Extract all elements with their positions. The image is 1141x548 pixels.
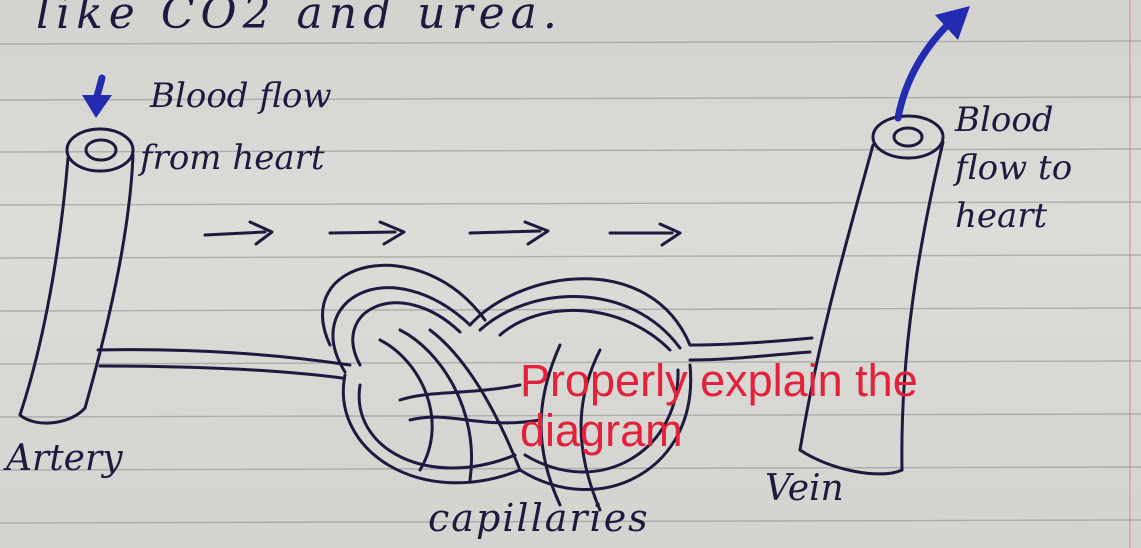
label-blood-flow-to-heart-line-2: flow to [955, 148, 1072, 188]
label-artery: Artery [6, 438, 123, 479]
label-vein: Vein [765, 468, 844, 509]
arrow-into-artery-icon [82, 78, 112, 118]
artery-vessel [20, 129, 133, 423]
label-blood-flow-to-heart-line-1: Blood [955, 100, 1054, 140]
flow-arrows [205, 222, 680, 245]
label-blood-flow-from-heart-line-2: from heart [140, 138, 325, 178]
label-capillaries: capillaries [428, 496, 650, 540]
top-note-text: like CO2 and urea. [36, 0, 563, 39]
label-blood-flow-from-heart-line-1: Blood flow [150, 76, 332, 116]
question-overlay-text: Properly explain the diagram [520, 356, 1080, 457]
label-blood-flow-to-heart-line-3: heart [955, 196, 1047, 236]
